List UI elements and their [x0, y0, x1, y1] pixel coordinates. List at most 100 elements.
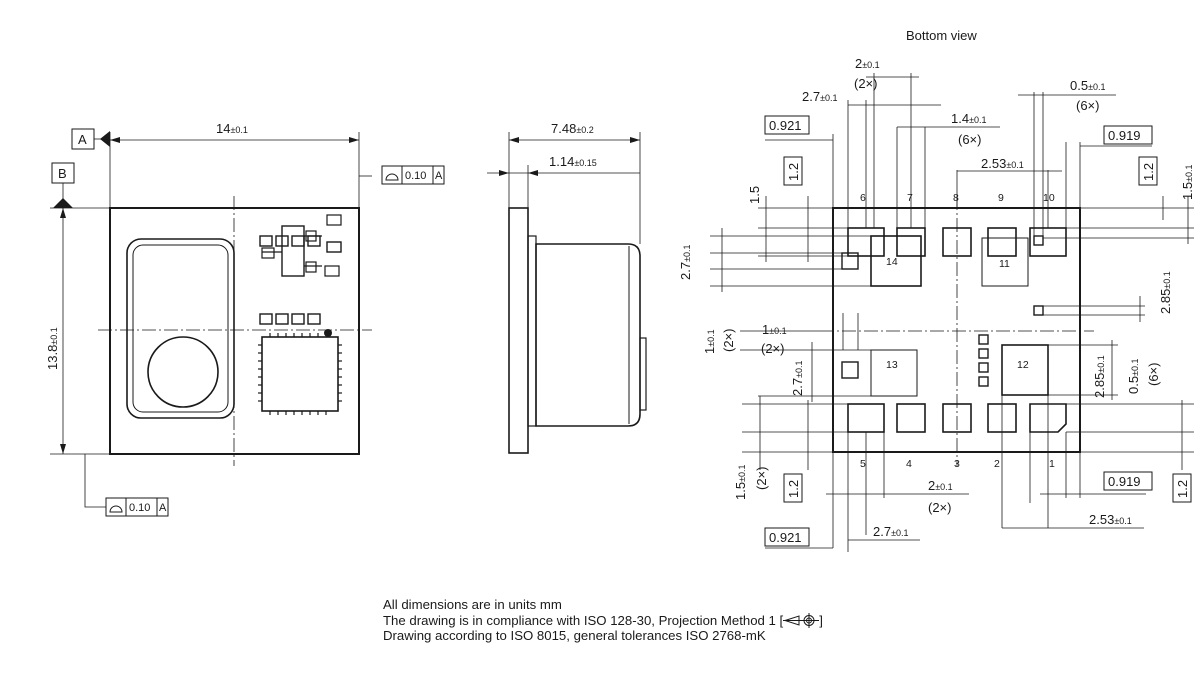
bottom-outline: [832, 207, 1081, 453]
pin-label-5: 5: [860, 458, 866, 470]
smd-part: [324, 265, 340, 277]
pad-5: [847, 403, 885, 433]
dim-14-top: 1.4±0.1: [951, 111, 987, 126]
dim-27-left-lower: 2.7±0.1: [790, 360, 805, 396]
pin-label-14: 14: [886, 256, 898, 268]
drawing-notes: All dimensions are in units mm The drawi…: [383, 597, 823, 644]
profile-tolerance-value-top: 0.10: [405, 170, 426, 182]
pin-label-12: 12: [1017, 359, 1029, 371]
dim-15-right: 1.5±0.1: [1180, 164, 1195, 200]
arrow: [349, 137, 359, 143]
dim-285-right: 2.85±0.1: [1158, 271, 1173, 314]
dim-2-top-mult: (2×): [854, 76, 877, 91]
ref-0921-bottom: 0.921: [769, 530, 802, 545]
side-pcb-dim: 1.14±0.15: [549, 154, 597, 169]
smd-part: [305, 261, 317, 273]
dim-27-bottom: 2.7±0.1: [873, 524, 909, 539]
front-outline: [109, 207, 360, 455]
arrow: [60, 444, 66, 454]
pin-label-4: 4: [906, 458, 912, 470]
note-iso128: The drawing is in compliance with ISO 12…: [383, 612, 823, 629]
smd-row-mid: [259, 313, 321, 325]
dim-14-top-mult: (6×): [958, 132, 981, 147]
smd-part: [307, 313, 321, 325]
pad-13: [870, 349, 918, 397]
ref-12-d: 1.2: [1175, 480, 1190, 498]
smd-row-top: [259, 235, 342, 253]
pin-label-13: 13: [886, 359, 898, 371]
smd-part: [275, 313, 289, 325]
bottom-view: [820, 196, 1094, 466]
pad-1: [1029, 403, 1067, 433]
pin-label-7: 7: [907, 192, 913, 204]
pad-9: [987, 227, 1017, 257]
side-view: [487, 132, 647, 454]
dim-1-left: 1±0.1: [702, 329, 717, 354]
datum-b-label: B: [58, 166, 67, 181]
ref-0919-bottom: 0.919: [1108, 474, 1141, 489]
bottom-dimension-lines: [710, 73, 1194, 552]
pad-11: [981, 237, 1029, 287]
pad-8: [942, 227, 972, 257]
note-units: All dimensions are in units mm: [383, 597, 562, 612]
dim-15-left: 1.5: [747, 186, 762, 204]
profile-tolerance-frame-top: [381, 165, 445, 185]
pin-label-2: 2: [994, 458, 1000, 470]
pin-label-6: 6: [860, 192, 866, 204]
front-view: [50, 132, 372, 508]
ref-12-c: 1.2: [786, 480, 801, 498]
dim-27-top: 2.7±0.1: [802, 89, 838, 104]
datum-a-label: A: [78, 132, 87, 147]
arrow: [60, 208, 66, 218]
dim-1-center-mult: (2×): [761, 341, 784, 356]
ic-body: [281, 225, 305, 277]
ref-0921-top: 0.921: [769, 118, 802, 133]
arrow: [110, 137, 120, 143]
ref-12-b: 1.2: [1141, 163, 1156, 181]
side-stub: [527, 235, 537, 427]
smd-part: [326, 241, 342, 253]
profile-tolerance-datum-top: A: [435, 170, 443, 182]
smd-part: [291, 313, 305, 325]
front-width-dim: 14±0.1: [216, 121, 248, 136]
pad-14: [870, 235, 922, 287]
dim-05-right: 0.5±0.1: [1126, 358, 1141, 394]
dim-15-left-lower-mult: (2×): [754, 467, 769, 490]
side-depth-dim: 7.48±0.2: [551, 121, 594, 136]
ref-boxes: [764, 115, 1192, 547]
profile-tolerance-value-bottom: 0.10: [129, 502, 150, 514]
sensor-circle: [147, 336, 219, 408]
pin-label-9: 9: [998, 192, 1004, 204]
pin-label-10: 10: [1043, 192, 1055, 204]
note-iso128-text: The drawing is in compliance with ISO 12…: [383, 612, 784, 628]
profile-tolerance-datum-bottom: A: [159, 502, 167, 514]
pin-label-3: 3: [954, 458, 960, 470]
pin-label-8: 8: [953, 192, 959, 204]
qfn-chip: [261, 336, 339, 412]
bottom-view-title: Bottom view: [906, 28, 977, 43]
smd-part: [326, 214, 342, 226]
pad-3: [942, 403, 972, 433]
window-outline: [126, 238, 235, 419]
note-iso8015: Drawing according to ISO 8015, general t…: [383, 628, 766, 644]
ref-0919-top: 0.919: [1108, 128, 1141, 143]
dim-05-top-mult: (6×): [1076, 98, 1099, 113]
ref-12-a: 1.2: [786, 163, 801, 181]
profile-tolerance-frame-bottom: [105, 497, 169, 517]
dim-05-right-mult: (6×): [1146, 363, 1161, 386]
qfn-pins: [258, 333, 342, 415]
dim-2-bottom: 2±0.1: [928, 478, 953, 493]
projection-method-icon: [783, 612, 820, 628]
datum-b: B: [51, 162, 75, 208]
pad-12: [1001, 344, 1049, 396]
dim-05-top: 0.5±0.1: [1070, 78, 1106, 93]
dim-27-left: 2.7±0.1: [678, 244, 693, 280]
pin-label-1: 1: [1049, 458, 1055, 470]
pad-4: [896, 403, 926, 433]
dim-2-bottom-mult: (2×): [928, 500, 951, 515]
smd-part: [291, 235, 305, 247]
pad-6: [847, 227, 885, 257]
window-inner: [132, 244, 229, 413]
smd-part: [261, 247, 275, 259]
